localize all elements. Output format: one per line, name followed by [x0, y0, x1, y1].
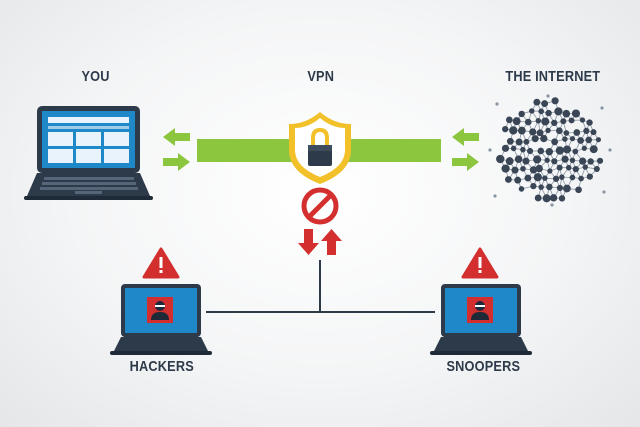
snooper-warning-triangle-icon: [461, 247, 499, 279]
label-you: YOU: [81, 68, 110, 85]
label-hackers: HACKERS: [129, 358, 194, 375]
hacker-warning-triangle-icon: [142, 247, 180, 279]
network-globe-icon: [488, 94, 612, 207]
eavesdrop-lines: [206, 260, 435, 313]
right-traffic-arrows-icon: [452, 128, 479, 171]
label-internet: THE INTERNET: [505, 68, 601, 85]
snooper-laptop: [430, 284, 532, 355]
shield-lock-icon: [289, 112, 351, 184]
snooper-icon: [471, 301, 489, 320]
no-entry-icon: [301, 187, 339, 225]
hacker-laptop: [110, 284, 212, 355]
left-traffic-arrows-icon: [163, 128, 190, 171]
label-snoopers: SNOOPERS: [446, 358, 521, 375]
label-vpn: VPN: [307, 68, 335, 85]
user-laptop: [24, 106, 153, 200]
up-down-arrows-icon: [298, 229, 342, 255]
